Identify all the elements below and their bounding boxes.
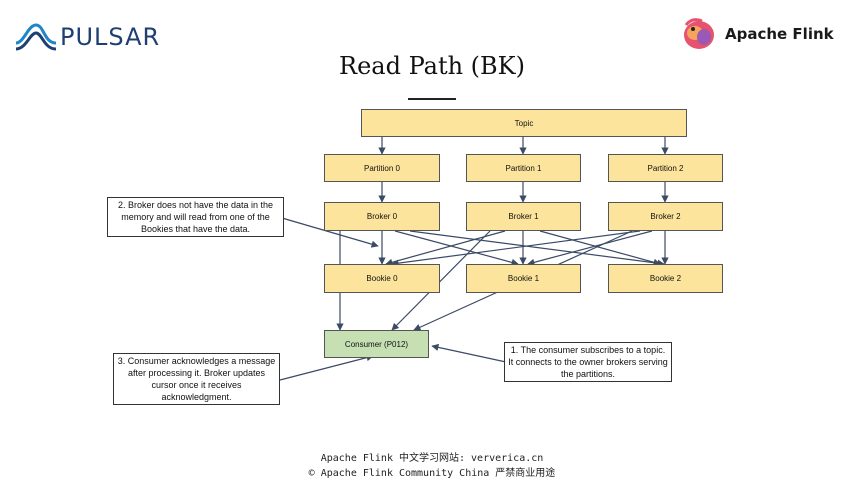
broker-2-box: Broker 2 bbox=[608, 202, 723, 231]
title-underline bbox=[408, 98, 456, 100]
broker-0-box: Broker 0 bbox=[324, 202, 440, 231]
bookie-0-box: Bookie 0 bbox=[324, 264, 440, 293]
pulsar-wave-icon bbox=[15, 23, 57, 51]
partition-0-box: Partition 0 bbox=[324, 154, 440, 182]
edge-broker-2-bookie-0 bbox=[391, 230, 641, 267]
broker-1-box: Broker 1 bbox=[466, 202, 581, 231]
edge-ack-note-pointer bbox=[279, 354, 374, 381]
partition-1-box: Partition 1 bbox=[466, 154, 581, 182]
bookie-1-box: Bookie 1 bbox=[466, 264, 581, 293]
consumer-box: Consumer (P012) bbox=[324, 330, 429, 358]
bookie-2-box: Bookie 2 bbox=[608, 264, 723, 293]
edge-subscribe-note-pointer bbox=[431, 343, 507, 363]
apache-flink-logo: Apache Flink bbox=[680, 14, 834, 54]
edge-broker-0-bookie-2 bbox=[409, 230, 665, 267]
partition-2-box: Partition 2 bbox=[608, 154, 723, 182]
slide-title: Read Path (BK) bbox=[339, 52, 525, 80]
flink-logo-text: Apache Flink bbox=[725, 25, 834, 43]
topic-box: Topic bbox=[361, 109, 687, 137]
edge-broker-1-consumer bbox=[391, 230, 491, 331]
flink-squirrel-icon bbox=[684, 18, 714, 49]
footer-line-1: Apache Flink 中文学习网站: ververica.cn bbox=[320, 453, 544, 464]
footer-line-2: © Apache Flink Community China 严禁商业用途 bbox=[308, 468, 556, 479]
edge-broker-note-pointer bbox=[281, 217, 379, 248]
consumer-ack-note: 3. Consumer acknowledges a message after… bbox=[113, 353, 280, 405]
edge-broker-0-bookie-1 bbox=[394, 230, 519, 266]
edge-broker-2-bookie-1 bbox=[527, 230, 653, 266]
pulsar-logo: PULSAR bbox=[14, 20, 160, 54]
broker-note: 2. Broker does not have the data in the … bbox=[107, 197, 284, 237]
edge-broker-1-bookie-2 bbox=[539, 230, 661, 266]
subscribe-note: 1. The consumer subscribes to a topic. I… bbox=[504, 342, 672, 382]
pulsar-logo-text: PULSAR bbox=[60, 23, 161, 51]
